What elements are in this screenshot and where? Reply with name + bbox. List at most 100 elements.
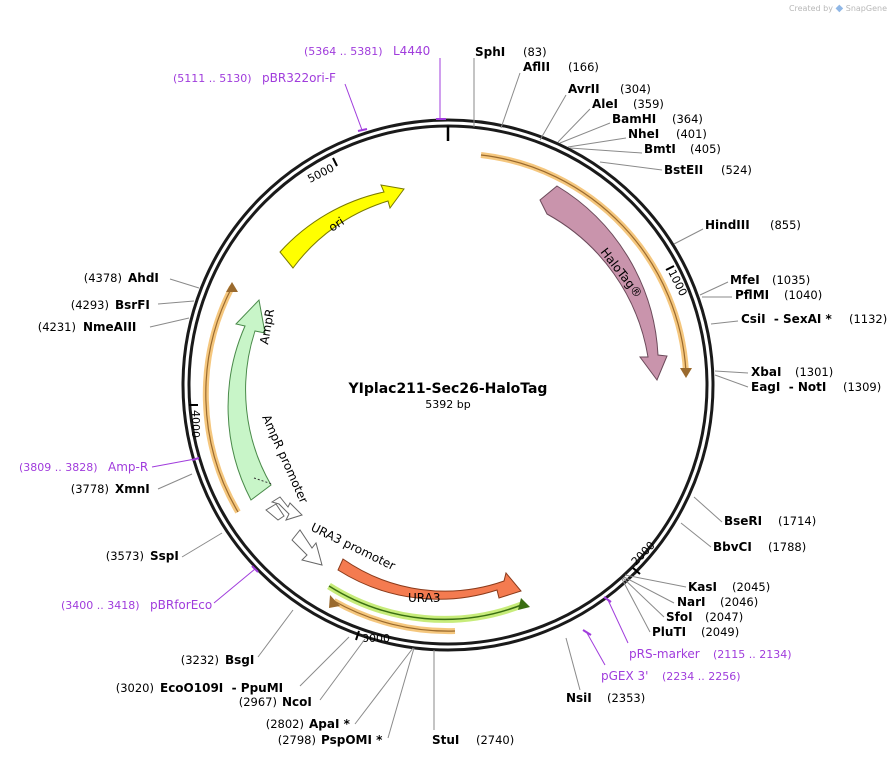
enzyme-pluti-name[interactable]: PluTI: [652, 625, 686, 639]
enzyme-bseri-pos: (1714): [778, 514, 816, 528]
enzyme-ahdi-name[interactable]: AhdI: [128, 271, 159, 285]
primer-pbrforeco-range: (3400 .. 3418): [61, 599, 140, 612]
enzyme-labels: SphI (83) AflII (166) AvrII (304) AleI (…: [432, 45, 887, 747]
leader-ahdi: [169, 278, 200, 289]
primer-prsmarker-mark: [603, 596, 612, 603]
primer-prsmarker-leader: [607, 599, 629, 644]
enzyme-ahdi-pos: (4378): [84, 271, 122, 285]
enzyme-eagi-noti-name[interactable]: EagI - NotI: [751, 380, 826, 394]
leader-pspomi: [387, 647, 415, 739]
enzyme-kasi-pos: (2045): [732, 580, 770, 594]
enzyme-avrii-name[interactable]: AvrII: [568, 82, 600, 96]
enzyme-nsii-pos: (2353): [607, 691, 645, 705]
leader-pluti: [621, 578, 651, 633]
enzyme-nmeaiii-name[interactable]: NmeAIII: [83, 320, 136, 334]
enzyme-ecoo109i-pos: (3020): [116, 681, 154, 695]
enzyme-ncoi-pos: (2967): [239, 695, 277, 709]
enzyme-bsrfi-name[interactable]: BsrFI: [115, 298, 150, 312]
leader-kasi: [624, 574, 687, 588]
enzyme-leaders: [149, 58, 749, 739]
feature-ura3-promoter[interactable]: [291, 529, 323, 566]
enzyme-xmni-name[interactable]: XmnI: [115, 482, 150, 496]
primer-l4440-range: (5364 .. 5381): [304, 45, 383, 58]
leader-bsgi: [257, 609, 294, 658]
enzyme-pflmi-name[interactable]: PflMI: [735, 288, 769, 302]
leader-mfei: [699, 281, 729, 296]
feature-halotag-body[interactable]: [539, 185, 668, 382]
enzyme-ecoo109i-ppumi-name[interactable]: EcoO109I - PpuMI: [160, 681, 283, 695]
primer-pgex3-leader: [586, 632, 606, 666]
primer-pgex3-mark: [582, 629, 592, 636]
orf-ura3-rev-arc: [333, 600, 456, 632]
feature-ori[interactable]: [279, 184, 405, 269]
primer-pgex3-name[interactable]: pGEX 3': [601, 669, 648, 683]
leader-nmeaiii: [149, 317, 190, 328]
enzyme-apai-pos: (2802): [266, 717, 304, 731]
orf-ampr-arc: [205, 286, 239, 513]
primer-pbr322ori-mark: [357, 128, 368, 132]
enzyme-stui-name[interactable]: StuI: [432, 733, 459, 747]
enzyme-apai-name[interactable]: ApaI *: [309, 717, 351, 731]
tick-1000-mark: [665, 265, 675, 271]
enzyme-sspi-name[interactable]: SspI: [150, 549, 179, 563]
enzyme-hindiii-pos: (855): [770, 218, 801, 232]
enzyme-bseri-name[interactable]: BseRI: [724, 514, 762, 528]
enzyme-bamhi-name[interactable]: BamHI: [612, 112, 656, 126]
feature-ampr-promoter[interactable]: [270, 496, 303, 521]
enzyme-xbai-name[interactable]: XbaI: [751, 365, 781, 379]
enzyme-sfoi-name[interactable]: SfoI: [666, 610, 693, 624]
enzyme-nhei-name[interactable]: NheI: [628, 127, 659, 141]
primer-labels: (5364 .. 5381) L4440 (5111 .. 5130) pBR3…: [19, 44, 792, 683]
orf-ampr-arrowhead: [226, 282, 238, 292]
enzyme-sphi-pos: (83): [523, 45, 547, 59]
leader-bmti: [569, 147, 643, 154]
leader-hindiii: [673, 228, 704, 245]
orf-halotag-arrowhead: [680, 368, 692, 378]
feature-ampr-promoter-tail[interactable]: [265, 503, 285, 521]
enzyme-bmti-pos: (405): [690, 142, 721, 156]
enzyme-ncoi-name[interactable]: NcoI: [282, 695, 312, 709]
enzyme-nsii-name[interactable]: NsiI: [566, 691, 592, 705]
enzyme-bsgi-pos: (3232): [181, 653, 219, 667]
enzyme-sphi-name[interactable]: SphI: [475, 45, 505, 59]
enzyme-bsteii-pos: (524): [721, 163, 752, 177]
feature-ampr-label: AmpR: [257, 308, 277, 346]
feature-ampr-boundary: [253, 477, 273, 485]
leader-nsii: [565, 637, 581, 691]
tick-3000-mark: [355, 630, 360, 641]
enzyme-csii-sexai-name[interactable]: CsiI - SexAI *: [741, 312, 832, 326]
leader-bsrfi: [157, 300, 195, 305]
leader-bsteii: [599, 161, 663, 171]
enzyme-pspomi-name[interactable]: PspOMI *: [321, 733, 383, 747]
primer-prsmarker-name[interactable]: pRS-marker: [629, 647, 700, 661]
primer-l4440-name[interactable]: L4440: [393, 44, 430, 58]
enzyme-bsgi-name[interactable]: BsgI: [225, 653, 254, 667]
feature-ampr-promoter-label: AmpR promoter: [259, 413, 311, 506]
leader-avrii: [539, 94, 567, 141]
enzyme-aflii-name[interactable]: AflII: [523, 60, 550, 74]
enzyme-bmti-name[interactable]: BmtI: [644, 142, 676, 156]
orf-halotag-arc: [480, 154, 687, 373]
plasmid-size: 5392 bp: [425, 398, 470, 411]
feature-ura3[interactable]: [337, 558, 522, 600]
primer-pbrforeco-name[interactable]: pBRforEco: [150, 598, 212, 612]
tick-4000-label: 4000: [189, 410, 202, 438]
primer-ampr-name[interactable]: Amp-R: [108, 460, 148, 474]
credit-text: Created by: [788, 4, 833, 13]
enzyme-alei-name[interactable]: AleI: [592, 97, 618, 111]
enzyme-hindiii-name[interactable]: HindIII: [705, 218, 750, 232]
primer-ampr-range: (3809 .. 3828): [19, 461, 98, 474]
enzyme-mfei-name[interactable]: MfeI: [730, 273, 760, 287]
enzyme-pflmi-pos: (1040): [784, 288, 822, 302]
enzyme-avrii-pos: (304): [620, 82, 651, 96]
enzyme-xbai-pos: (1301): [795, 365, 833, 379]
tick-2000-mark: [632, 567, 641, 575]
enzyme-bbvci-name[interactable]: BbvCI: [713, 540, 752, 554]
enzyme-nari-name[interactable]: NarI: [677, 595, 706, 609]
enzyme-kasi-name[interactable]: KasI: [688, 580, 717, 594]
orf-ura3-arc: [328, 585, 525, 621]
feature-ampr[interactable]: [227, 298, 272, 501]
primer-pbr322ori-name[interactable]: pBR322ori-F: [262, 71, 336, 85]
primer-prsmarker-range: (2115 .. 2134): [713, 648, 792, 661]
enzyme-bsteii-name[interactable]: BstEII: [664, 163, 703, 177]
